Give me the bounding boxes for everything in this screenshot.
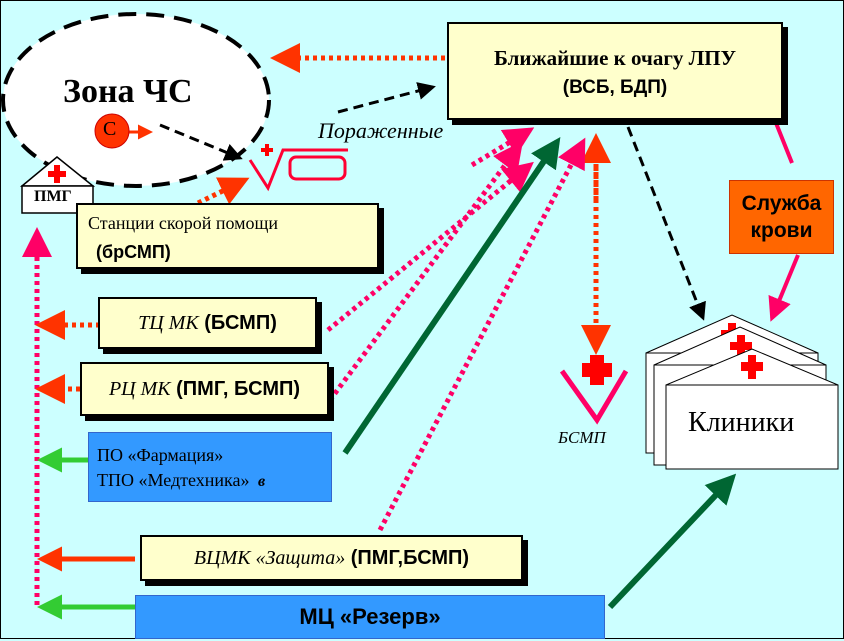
nearest-lpu-title: Ближайшие к очагу ЛПУ <box>493 46 737 70</box>
emergency-zone-ellipse <box>1 12 271 188</box>
arrow-victims-to-lpu <box>337 82 436 114</box>
tcmk-name: ТЦ МК <box>138 312 199 334</box>
zone-title: Зона ЧС <box>63 73 193 110</box>
victims-label: Пораженные <box>318 118 444 143</box>
ambulance-box: Станции скорой помощи (брСМП) <box>76 203 379 269</box>
ambulance-line2: (брСМП) <box>96 242 171 262</box>
arrow-pharmacy-to-lpu <box>342 137 561 455</box>
reserve-label: МЦ «Резерв» <box>299 604 441 629</box>
clinics-roofs <box>645 314 839 470</box>
tcmk-box: ТЦ МК (БСМП) <box>98 297 317 349</box>
arrow-victims-pink-to-lpu <box>470 127 535 168</box>
clinics-label: Клиники <box>688 407 795 438</box>
arrow-vcmk-to-lpu <box>377 137 586 532</box>
stretcher-icon <box>248 144 348 192</box>
arrow-rcmk-to-lpu <box>327 140 523 402</box>
nearest-lpu-subtitle: (ВСБ, БДП) <box>562 77 668 98</box>
vcmk-box: ВЦМК «Защита» (ПМГ,БСМП) <box>140 535 523 581</box>
nearest-lpu-box: Ближайшие к очагу ЛПУ (ВСБ, БДП) <box>447 22 783 120</box>
pharmacy-suffix: в <box>257 473 266 490</box>
pharmacy-line2: ТПО «Медтехника» <box>97 470 250 490</box>
arrow-lpu-to-clinics <box>626 126 706 321</box>
pharmacy-line1: ПО «Фармация» <box>97 445 224 465</box>
tcmk-units: (БСМП) <box>204 312 277 334</box>
pharmacy-box: ПО «Фармация» ТПО «Медтехника» в <box>88 432 332 502</box>
arrow-blood-to-clinics <box>768 254 800 322</box>
reserve-box: МЦ «Резерв» <box>135 595 605 639</box>
pmg-tent-label: ПМГ <box>34 188 72 205</box>
source-letter: С <box>103 118 117 140</box>
vcmk-units: (ПМГ,БСМП) <box>350 547 470 569</box>
arrow-tcmk-to-lpu <box>326 161 534 332</box>
blood-service-box: Служба крови <box>729 180 834 254</box>
rcmk-name: РЦ МК <box>108 378 171 400</box>
rcmk-units: (ПМГ, БСМП) <box>176 378 301 400</box>
arrow-reserve-to-clinics <box>607 473 737 610</box>
clinics-stack: Клиники <box>640 305 840 475</box>
vcmk-name: ВЦМК «Защита» <box>193 547 346 569</box>
blood-service-label: Служба крови <box>741 192 822 242</box>
pmg-tent-icon <box>19 156 96 214</box>
rcmk-box: РЦ МК (ПМГ, БСМП) <box>80 362 329 416</box>
source-circle <box>94 113 130 149</box>
bsmp-label: БСМП <box>558 428 606 447</box>
ambulance-line1: Станции скорой помощи <box>88 213 279 233</box>
arrow-ambulance-to-victims <box>196 177 250 206</box>
bsmp-icon <box>559 355 629 425</box>
arrow-zone-to-victims <box>159 123 243 161</box>
